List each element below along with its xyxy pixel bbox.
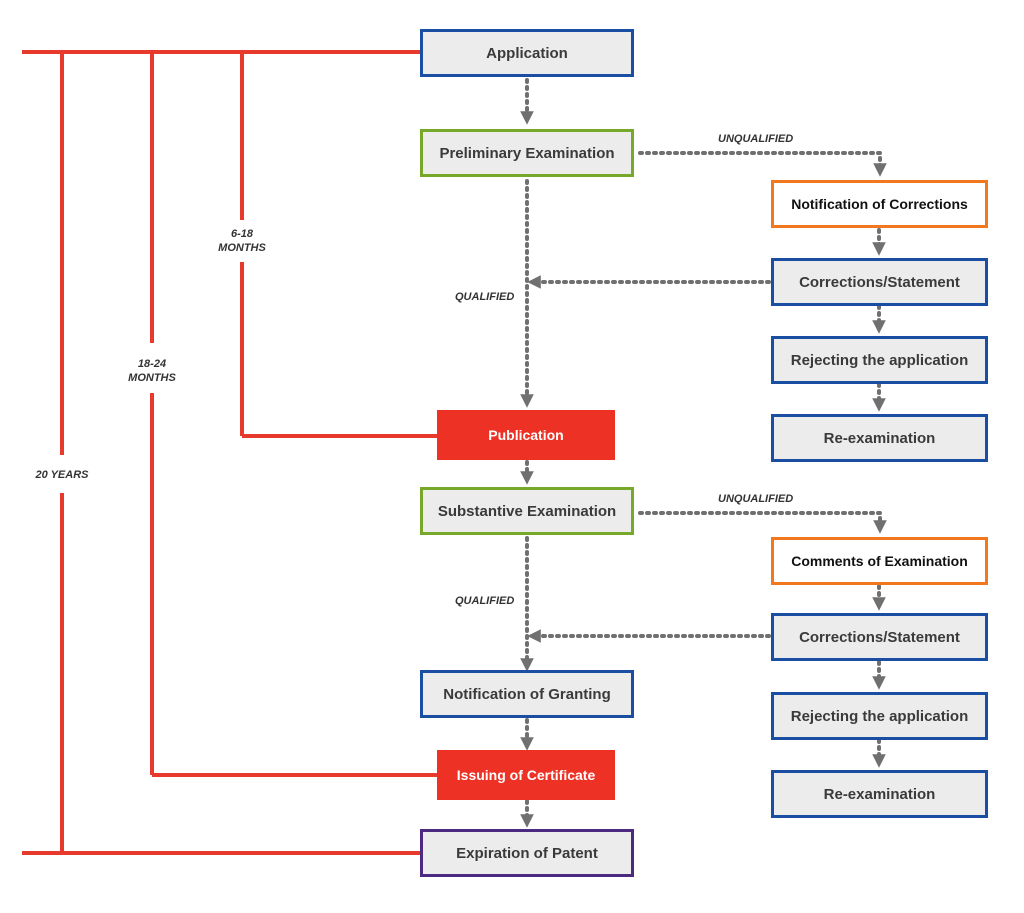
notification-of-granting-box: Notification of Granting [420,670,634,718]
arrow-preliminary-unqualified [640,153,880,170]
rejecting-application-box-1: Rejecting the application [771,336,988,384]
arrow-substantive-unqualified [640,513,880,527]
timeline-lines [22,52,437,853]
re-examination-box-2: Re-examination [771,770,988,818]
timeline-label-6-18-line2: MONTHS [212,241,272,255]
re-examination-box-1: Re-examination [771,414,988,462]
qualified-label-1: QUALIFIED [455,290,514,304]
substantive-examination-box: Substantive Examination [420,487,634,535]
qualified-label-2: QUALIFIED [455,594,514,608]
publication-box: Publication [437,410,615,460]
timeline-label-18-24-line1: 18-24 [122,357,182,371]
preliminary-examination-box: Preliminary Examination [420,129,634,177]
timeline-label-18-24-months: 18-24 MONTHS [122,357,182,385]
timeline-label-18-24-line2: MONTHS [122,371,182,385]
expiration-of-patent-box: Expiration of Patent [420,829,634,877]
timeline-label-20-years: 20 YEARS [30,468,94,482]
unqualified-label-1: UNQUALIFIED [718,132,793,146]
corrections-statement-box-1: Corrections/Statement [771,258,988,306]
timeline-label-6-18-line1: 6-18 [212,227,272,241]
notification-of-corrections-box: Notification of Corrections [771,180,988,228]
issuing-of-certificate-box: Issuing of Certificate [437,750,615,800]
comments-of-examination-box: Comments of Examination [771,537,988,585]
timeline-label-6-18-months: 6-18 MONTHS [212,227,272,255]
unqualified-label-2: UNQUALIFIED [718,492,793,506]
rejecting-application-box-2: Rejecting the application [771,692,988,740]
application-box: Application [420,29,634,77]
corrections-statement-box-2: Corrections/Statement [771,613,988,661]
